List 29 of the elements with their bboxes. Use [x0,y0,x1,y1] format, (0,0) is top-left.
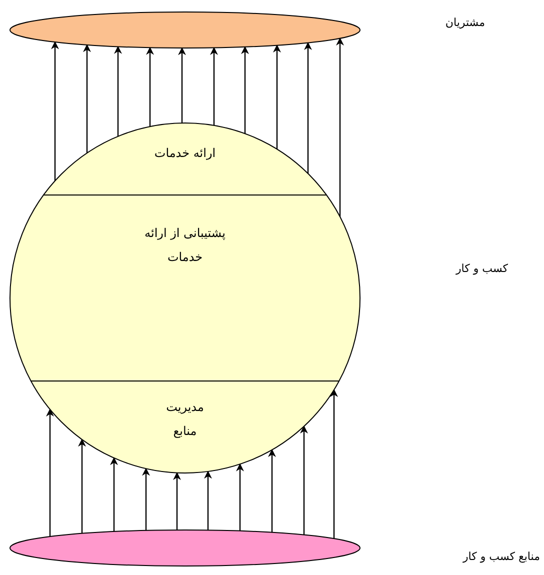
side-label: مشتریان [445,16,485,29]
circle-shape [10,123,360,473]
arrow [241,46,249,134]
arrow [204,470,212,530]
arrow [178,47,186,124]
arrow [173,472,181,530]
arrow [336,38,344,217]
arrow [304,42,312,174]
arrow [268,449,276,532]
band-label: مدیریت منابع [155,395,215,443]
arrow [142,468,150,530]
ellipse-shape [10,12,360,48]
arrow [78,438,86,534]
arrow [210,46,218,126]
side-label: کسب و کار [456,262,508,275]
ellipse-shape [10,530,360,566]
arrow [83,44,91,154]
arrow [146,46,154,127]
arrow [300,426,308,535]
arrow [114,46,122,136]
band-label: ارائه خدمات [125,141,245,165]
arrow [273,44,281,150]
arrow [330,388,338,539]
arrow [236,463,244,531]
arrow [110,457,118,532]
arrow [51,41,59,181]
arrow [46,408,54,537]
side-label: منابع کسب و کار [462,550,540,563]
band-label: پشتیبانی از ارائه خدمات [130,221,240,269]
